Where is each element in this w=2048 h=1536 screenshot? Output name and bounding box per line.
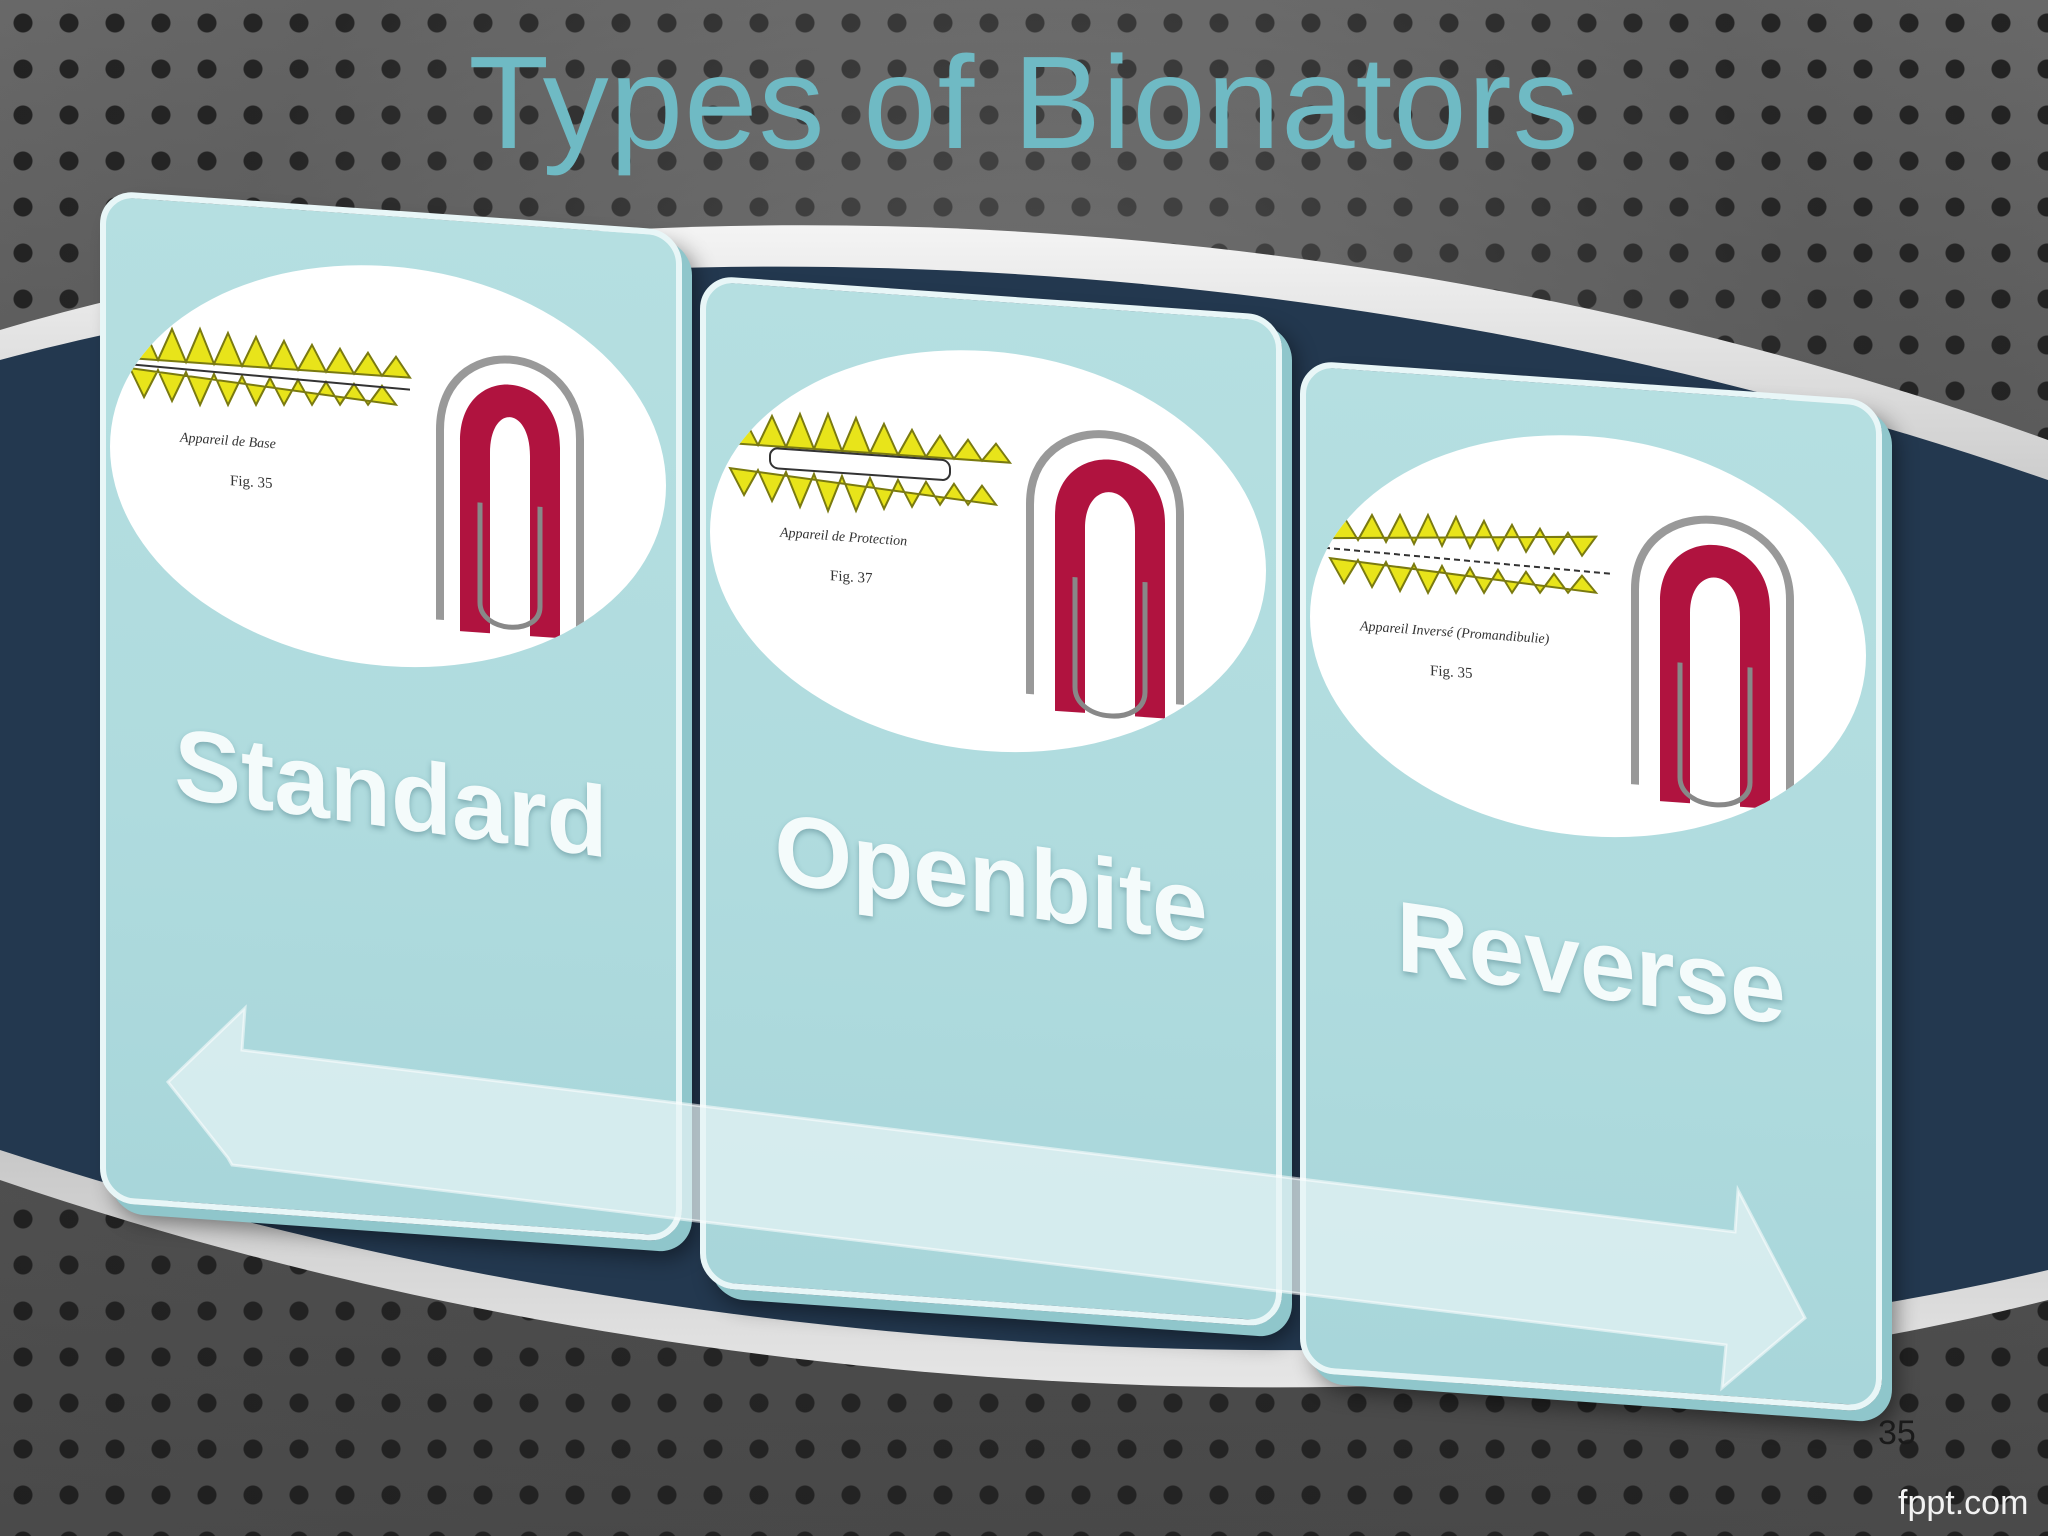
bionator-diagram-icon: Appareil de Base Fig. 35 Fig. 36 (123, 326, 584, 679)
figure-number: Fig. 38 (1130, 741, 1172, 760)
openbite-illustration: Appareil de Protection Fig. 37 Fig. 38 (710, 331, 1266, 771)
figure-number: Fig. 35 (230, 473, 272, 492)
reverse-illustration: Appareil Inversé (Promandibulie) Fig. 35… (1310, 416, 1866, 856)
brand-watermark: fppt.com (1898, 1484, 2029, 1522)
bionator-card-openbite: Appareil de Protection Fig. 37 Fig. 38 O… (700, 275, 1282, 1328)
figure-caption: Appareil de Base (179, 431, 276, 453)
bionator-card-standard: Appareil de Base Fig. 35 Fig. 36 Standar… (100, 190, 682, 1243)
appliance-arch-icon (436, 355, 584, 639)
figure-caption: Appareil Inversé (Promandibulie) (1359, 619, 1550, 647)
teeth-row-icon (1323, 512, 1611, 596)
standard-illustration: Appareil de Base Fig. 35 Fig. 36 (110, 246, 666, 686)
bionator-diagram-icon: Appareil Inversé (Promandibulie) Fig. 35… (1323, 512, 1794, 845)
figure-number: Fig. 37 (830, 568, 873, 587)
figure-number: Fig. 35 (1430, 663, 1472, 682)
appliance-arch-icon (1631, 515, 1794, 809)
panel-label-standard: Standard (174, 707, 608, 880)
appliance-arch-icon (1026, 430, 1184, 719)
panel-label-openbite: Openbite (774, 792, 1208, 965)
page-title: Types of Bionators (468, 29, 1580, 176)
figure-number: Fig. 36 (540, 660, 583, 679)
bionator-card-reverse: Appareil Inversé (Promandibulie) Fig. 35… (1300, 360, 1882, 1413)
figure-number: Fig. 40 (1730, 826, 1772, 845)
page-number: 35 (1878, 1414, 1916, 1452)
figure-caption: Appareil de Protection (779, 526, 907, 550)
panel-label-reverse: Reverse (1396, 880, 1786, 1047)
teeth-row-icon (728, 411, 1013, 514)
bionator-diagram-icon: Appareil de Protection Fig. 37 Fig. 38 (728, 411, 1184, 760)
teeth-row-icon (123, 326, 412, 408)
